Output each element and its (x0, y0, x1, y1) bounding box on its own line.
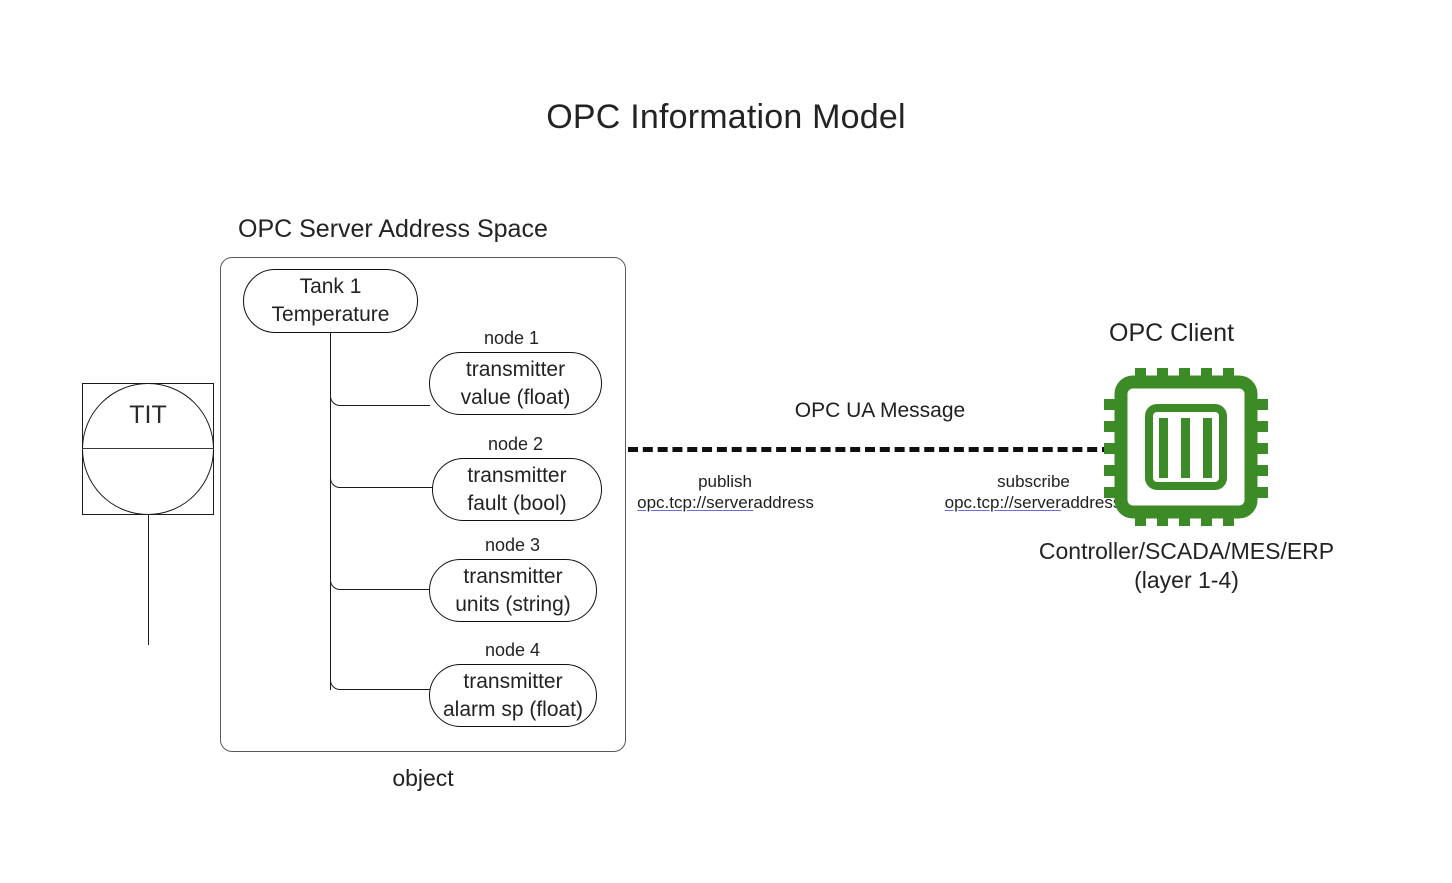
node-4-line2: alarm sp (float) (442, 697, 584, 721)
instrument-divider-line (82, 448, 214, 449)
opc-client-label: OPC Client (1109, 319, 1235, 347)
object-caption: object (392, 765, 454, 791)
node-3-tag: node 3 (484, 535, 541, 555)
instrument-stem-line (148, 515, 149, 645)
node-2-line1: transmitter (467, 463, 567, 487)
object-node-line1: Tank 1 (299, 275, 362, 299)
publish-url-scheme: opc.tcp://server (637, 493, 754, 512)
publish-endpoint-url[interactable]: opc.tcp://serveraddress (635, 493, 816, 513)
cpu-chip-icon (1104, 368, 1268, 526)
variable-node-4[interactable]: transmitter alarm sp (float) (429, 664, 597, 727)
client-caption-line2: (layer 1-4) (1134, 567, 1239, 593)
subscribe-endpoint-url[interactable]: opc.tcp://serveraddress (942, 493, 1124, 513)
node-3-line2: units (string) (455, 592, 571, 616)
tree-branch-node-1 (330, 340, 430, 406)
tree-branch-node-3 (330, 488, 430, 590)
node-2-tag: node 2 (487, 434, 544, 454)
publish-url-suffix: address (753, 493, 814, 512)
subscribe-label: subscribe (997, 472, 1070, 491)
instrument-circle (82, 383, 214, 515)
tree-branch-node-2 (330, 400, 433, 488)
opc-ua-message-label: OPC UA Message (794, 399, 966, 422)
node-1-tag: node 1 (483, 328, 540, 348)
node-4-tag: node 4 (484, 640, 541, 660)
publish-label: publish (698, 472, 752, 491)
page-title: OPC Information Model (546, 98, 906, 136)
variable-node-2[interactable]: transmitter fault (bool) (432, 458, 602, 521)
server-address-space-label: OPC Server Address Space (238, 215, 548, 243)
node-2-line2: fault (bool) (467, 491, 567, 515)
client-caption-line1: Controller/SCADA/MES/ERP (1038, 538, 1335, 564)
node-4-line1: transmitter (463, 669, 563, 693)
node-3-line1: transmitter (463, 564, 563, 588)
variable-node-3[interactable]: transmitter units (string) (429, 559, 597, 622)
instrument-tag: TIT (129, 401, 167, 429)
node-1-line1: transmitter (465, 357, 566, 381)
object-node-tank1-temperature[interactable]: Tank 1 Temperature (243, 269, 418, 333)
tree-branch-node-4 (330, 590, 430, 690)
object-node-line2: Temperature (271, 303, 390, 326)
variable-node-1[interactable]: transmitter value (float) (429, 352, 602, 415)
subscribe-url-scheme: opc.tcp://server (944, 493, 1061, 512)
node-1-line2: value (float) (460, 385, 571, 409)
opc-ua-message-dashed-line (628, 447, 1112, 452)
